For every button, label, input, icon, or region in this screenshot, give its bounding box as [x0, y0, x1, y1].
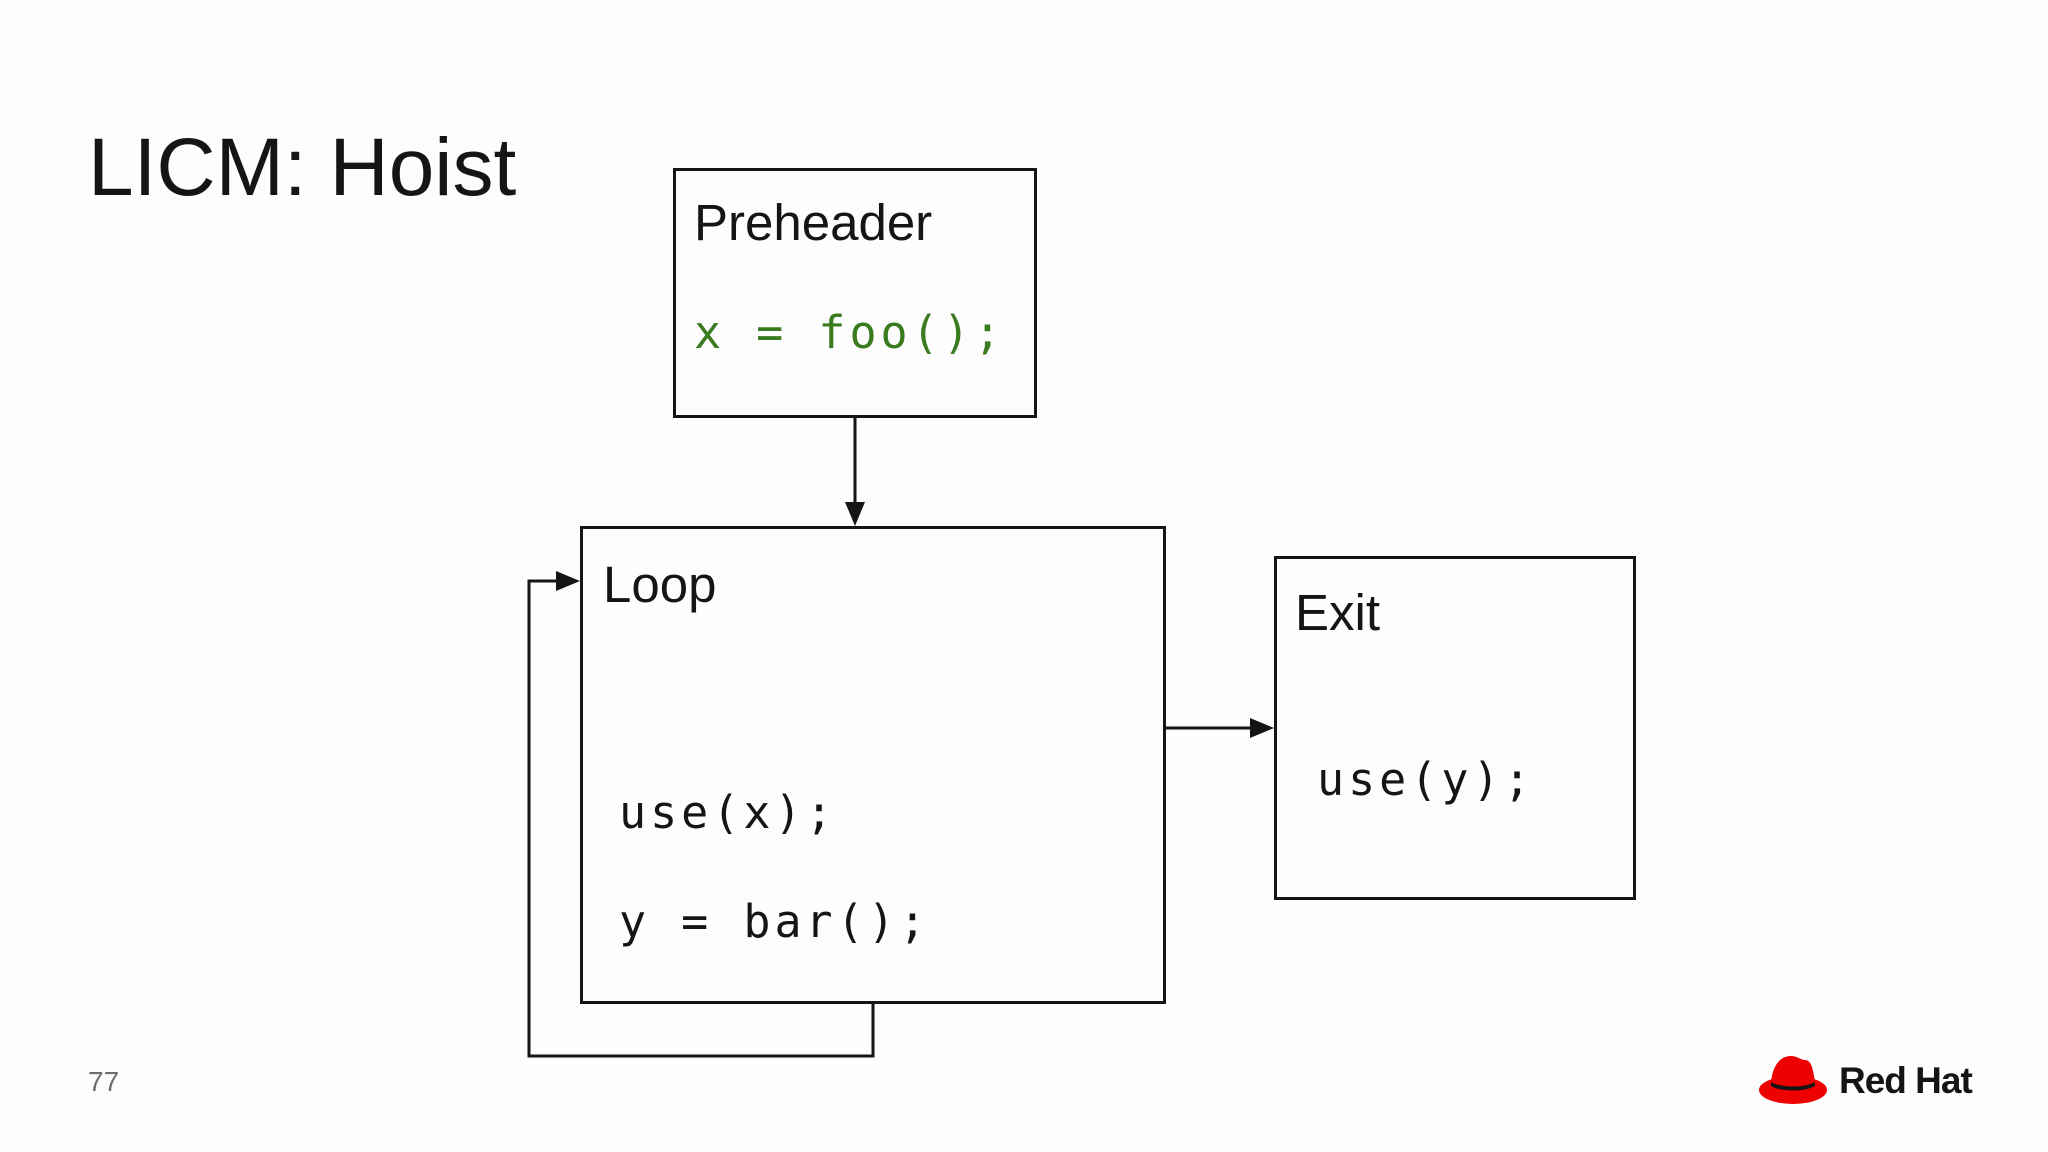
loop-label: Loop	[603, 556, 717, 613]
red-hat-logo: Red Hat	[1757, 1052, 1987, 1110]
red-hat-fedora-icon	[1759, 1056, 1827, 1104]
edge-loop-to-exit	[1166, 718, 1274, 738]
loop-code-line-use-x: use(x);	[619, 786, 837, 839]
preheader-block: Preheader x = foo();	[673, 168, 1037, 418]
exit-code-line: use(y);	[1317, 753, 1535, 806]
red-hat-wordmark: Red Hat	[1839, 1060, 1973, 1101]
slide-title: LICM: Hoist	[88, 122, 517, 213]
edge-preheader-to-loop	[845, 418, 865, 526]
exit-label: Exit	[1295, 584, 1381, 641]
preheader-label: Preheader	[694, 194, 933, 251]
exit-block: Exit use(y);	[1274, 556, 1636, 900]
preheader-code-line: x = foo();	[694, 306, 1005, 359]
slide-number: 77	[88, 1066, 120, 1097]
loop-code-line-y-bar: y = bar();	[619, 895, 930, 948]
arrowhead-icon	[556, 571, 580, 591]
arrowhead-icon	[1250, 718, 1274, 738]
arrowhead-icon	[845, 502, 865, 526]
loop-block: Loop use(x); y = bar();	[580, 526, 1166, 1004]
